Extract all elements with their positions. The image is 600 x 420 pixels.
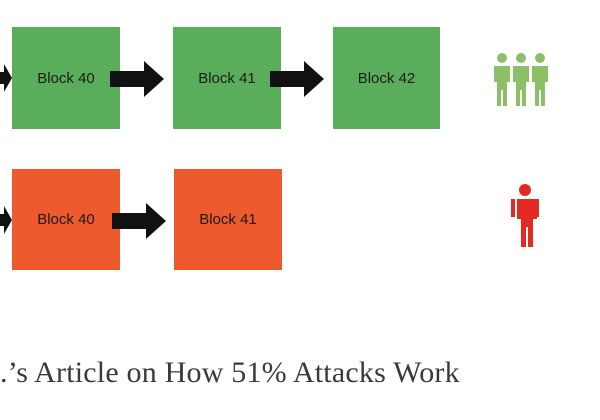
block-41-bottom-chain: Block 41 bbox=[174, 169, 282, 270]
block-label: Block 41 bbox=[198, 69, 256, 87]
block-41-top-chain: Block 41 bbox=[173, 27, 281, 129]
arrow-right-icon bbox=[112, 203, 166, 239]
arrow-right-icon bbox=[110, 61, 164, 97]
single-person-icon bbox=[511, 184, 539, 247]
block-label: Block 41 bbox=[199, 211, 257, 228]
group-of-people-icon bbox=[494, 53, 548, 106]
block-label: Block 42 bbox=[357, 69, 416, 87]
arrow-left-edge-bottom bbox=[0, 206, 12, 234]
block-label: Block 40 bbox=[37, 69, 95, 87]
arrow-right-icon bbox=[270, 61, 324, 97]
arrow-left-edge-top bbox=[0, 64, 12, 92]
caption-text: .’s Article on How 51% Attacks Work bbox=[0, 356, 460, 389]
block-40-bottom-chain: Block 40 bbox=[12, 169, 120, 270]
block-42-top-chain: Block 42 bbox=[333, 27, 440, 129]
block-40-top-chain: Block 40 bbox=[12, 27, 120, 129]
block-label: Block 40 bbox=[37, 211, 95, 228]
